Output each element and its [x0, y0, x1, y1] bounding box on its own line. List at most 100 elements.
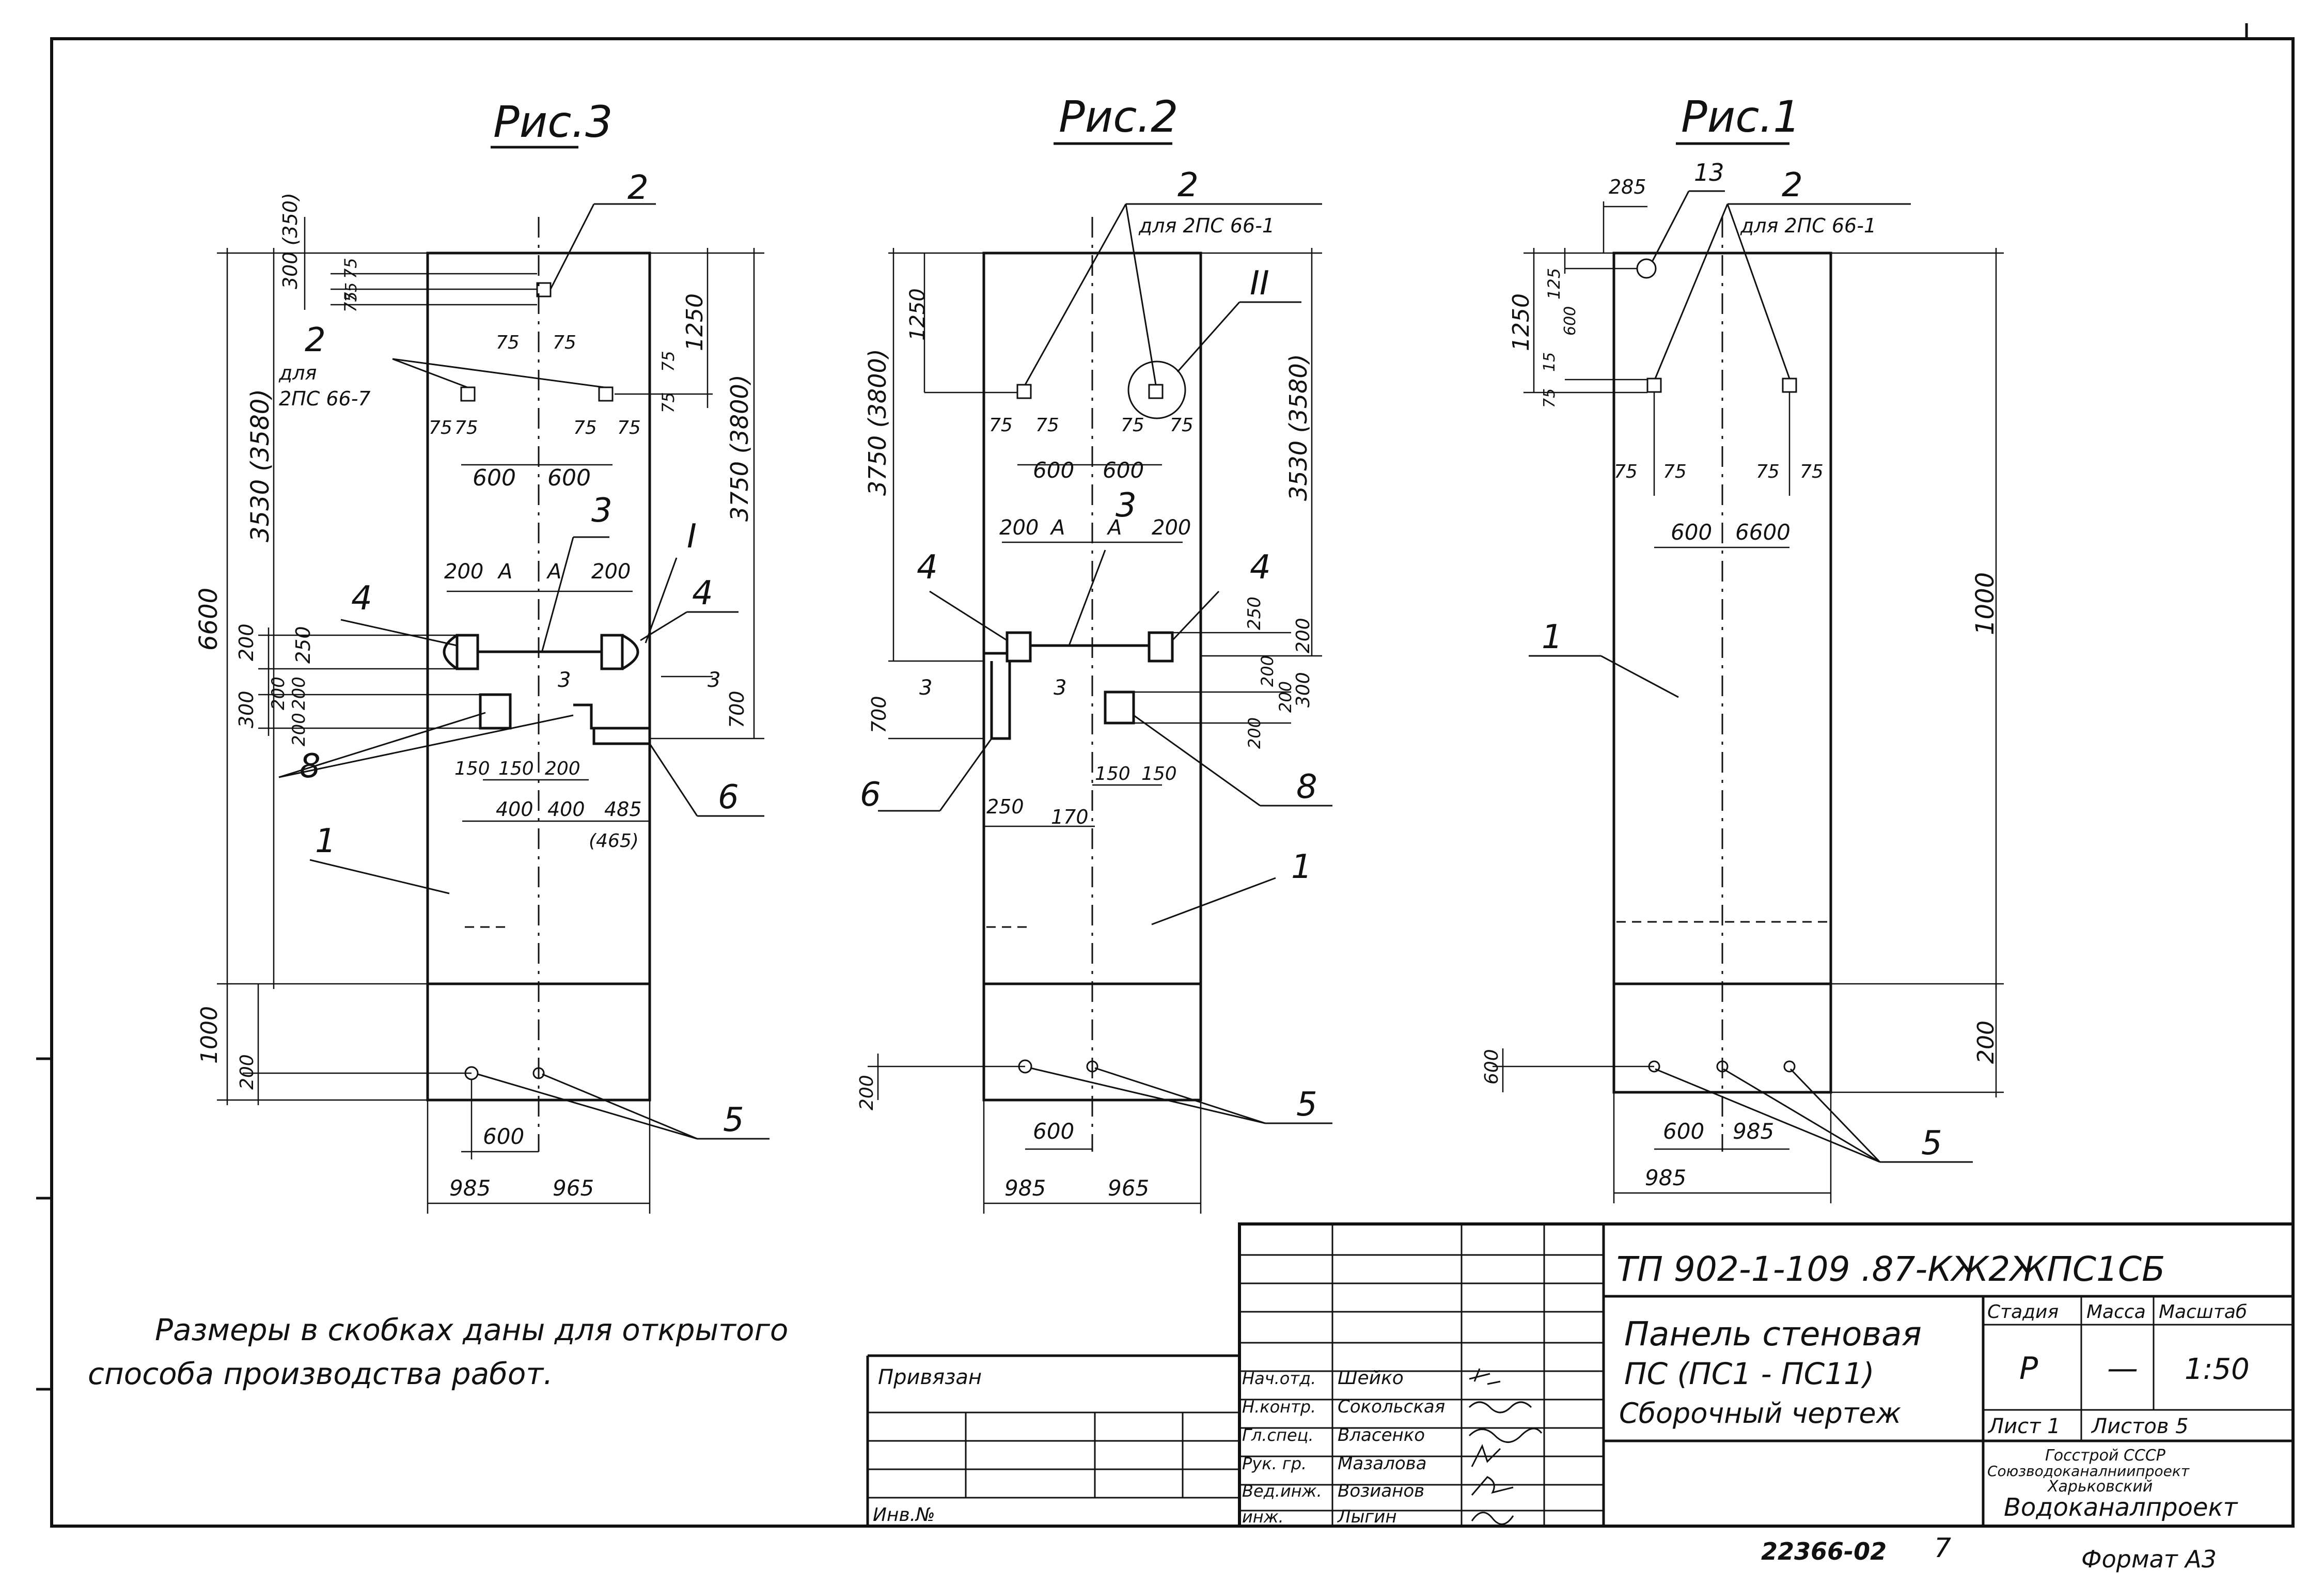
dim-label: A	[1106, 516, 1122, 540]
org-line-4: Водоканалпроект	[2004, 1493, 2238, 1522]
dim-label: 150	[1095, 763, 1130, 784]
embed-part	[460, 386, 476, 402]
dim-label: 600	[1033, 458, 1074, 483]
page-number: 7	[1934, 1533, 1951, 1564]
signature-mark	[1471, 1512, 1514, 1525]
section-mark: 3	[1054, 676, 1066, 700]
dim-label: 200	[268, 677, 289, 710]
callout-4: 4	[917, 548, 938, 587]
dim-label: 600	[1103, 458, 1144, 483]
dim-label: 170	[1051, 806, 1089, 828]
dim-label: 75	[617, 417, 641, 438]
title-block-outer	[1238, 1222, 2295, 1528]
role-label: Н.контр.	[1242, 1397, 1316, 1417]
section-mark: 3	[708, 668, 720, 692]
figure-3: Рис.3	[194, 97, 770, 1214]
org-line-2: Союзводоканалниипроект	[1987, 1463, 2190, 1480]
leader	[1171, 590, 1220, 641]
mass-value: —	[2107, 1351, 2138, 1387]
dim-label: 600	[473, 465, 516, 491]
callout-2: 2	[1177, 166, 1199, 205]
note-line-1: Размеры в скобках даны для открытого	[155, 1312, 788, 1347]
dim-label: 200	[1276, 681, 1295, 713]
leader	[929, 590, 1008, 641]
title-line-1: Панель стеновая	[1624, 1315, 1922, 1354]
dim-label: 600	[483, 1124, 524, 1149]
general-note: Размеры в скобках даны для открытого спо…	[88, 1312, 788, 1391]
detail-mark-II: II	[1250, 264, 1269, 303]
callout-5: 5	[1921, 1124, 1942, 1163]
document-code: ТП 902-1-109 .87-КЖ2ЖПС1СБ	[1616, 1249, 2165, 1289]
dim-label: 300	[235, 690, 258, 728]
dim-label: 985	[1733, 1119, 1774, 1144]
dim-label: 75	[658, 351, 678, 372]
dim-label: 400	[547, 798, 585, 821]
lifting-hole	[1783, 1060, 1796, 1073]
leader	[645, 557, 678, 643]
dim-label: 75	[989, 415, 1013, 436]
dim-label: 600	[547, 465, 591, 491]
figure-1-title: Рис.1	[1681, 91, 1801, 142]
dim-label: 75	[553, 332, 576, 353]
org-line-3: Харьковский	[2047, 1478, 2153, 1496]
dim-label: 985	[1645, 1165, 1686, 1190]
leader	[1024, 203, 1127, 385]
sheet-count: Листов 5	[2091, 1415, 2189, 1438]
dim-label: 200	[591, 560, 631, 584]
dim-label: 75	[341, 291, 360, 312]
dim-label: 75	[342, 282, 360, 302]
dim-label: 200	[1258, 655, 1277, 687]
embed-part	[598, 386, 614, 402]
leader	[392, 358, 468, 388]
dim-label: 600	[1663, 1119, 1704, 1144]
leader	[939, 738, 993, 811]
leader	[1654, 203, 1729, 379]
leader	[1125, 203, 1157, 385]
role-label: инж.	[1242, 1507, 1284, 1527]
section-mark: 3	[919, 676, 932, 700]
dim-label: 125	[1544, 268, 1564, 300]
role-label: Вед.инж.	[1242, 1481, 1322, 1501]
person-name: Власенко	[1338, 1425, 1425, 1446]
dim-label: 75	[1541, 388, 1559, 408]
dim-label: 300	[1293, 672, 1314, 708]
dim-label: A	[1049, 516, 1065, 540]
org-line-1: Госстрой СССР	[2045, 1447, 2166, 1465]
dim-label: 150	[454, 758, 490, 779]
dim-label: 3530 (3580)	[1284, 354, 1312, 501]
lifting-hole	[532, 1067, 545, 1079]
title-block: ТП 902-1-109 .87-КЖ2ЖПС1СБ Панель стенов…	[866, 1222, 2295, 1528]
bracket-plate	[984, 652, 1011, 740]
callout-note: для 2ПС 66-1	[1740, 214, 1876, 237]
leader	[542, 1073, 698, 1140]
dim-label: 985	[1004, 1175, 1046, 1201]
embed-part	[1782, 378, 1797, 393]
callout-4: 4	[1250, 548, 1271, 587]
hole-13	[1636, 258, 1657, 279]
leader	[477, 1073, 698, 1140]
callout-note: 2ПС 66-7	[279, 387, 371, 410]
leader	[1655, 1068, 1880, 1163]
dim-label: 1250	[906, 288, 930, 341]
dim-label: 75	[1614, 461, 1638, 482]
leader	[1652, 191, 1690, 261]
dim-label: 75	[1800, 461, 1824, 482]
sheet-frame	[50, 37, 2295, 1528]
dim-label: 1000	[196, 1006, 223, 1064]
detail-marker	[443, 634, 458, 670]
embed-part	[1148, 384, 1164, 399]
figure-2-title: Рис.2	[1059, 91, 1179, 142]
leader	[541, 537, 574, 651]
callout-2: 2	[1782, 166, 1803, 205]
callout-3: 3	[1116, 486, 1137, 525]
dim-label: 965	[553, 1175, 594, 1201]
callout-3: 3	[591, 492, 613, 530]
dim-label: 250	[986, 795, 1024, 818]
dim-label: 75	[496, 332, 520, 353]
scale-value: 1:50	[2185, 1353, 2250, 1386]
callout-4: 4	[692, 574, 713, 613]
signature-mark	[1469, 1368, 1501, 1385]
dim-label: 3750 (3800)	[863, 349, 891, 496]
callout-6: 6	[860, 776, 881, 814]
dim-label: 150	[1141, 763, 1177, 784]
